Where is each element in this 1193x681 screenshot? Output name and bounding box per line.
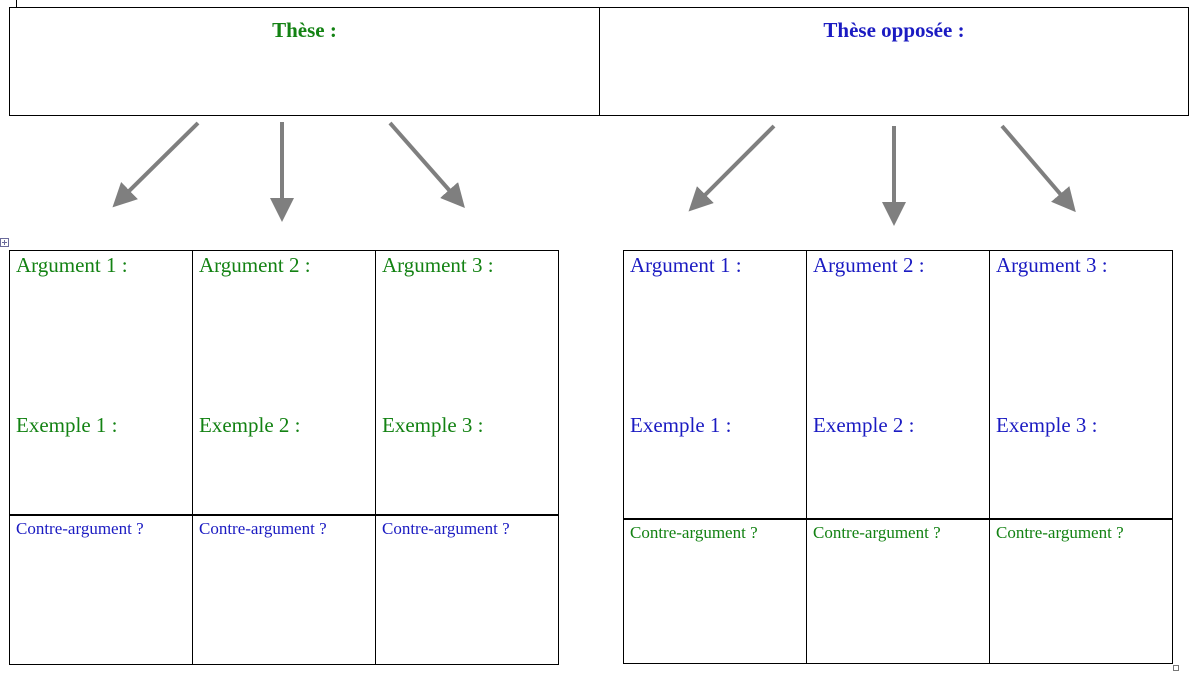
example-label: Exemple 3 : xyxy=(996,413,1098,437)
argument-label: Argument 1 : xyxy=(16,253,128,277)
right-counter-cell-2[interactable]: Contre-argument ? xyxy=(806,519,990,664)
argument-label: Argument 2 : xyxy=(199,253,311,277)
example-label: Exemple 3 : xyxy=(382,413,484,437)
example-label: Exemple 2 : xyxy=(813,413,915,437)
argument-label: Argument 2 : xyxy=(813,253,925,277)
example-label: Exemple 1 : xyxy=(630,413,732,437)
counter-argument-label: Contre-argument ? xyxy=(16,519,144,538)
right-argument-cell-3[interactable]: Argument 3 : Exemple 3 : xyxy=(989,250,1173,519)
arrow-right-3 xyxy=(1000,124,1076,213)
right-argument-cell-1[interactable]: Argument 1 : Exemple 1 : xyxy=(623,250,807,519)
left-counter-cell-2[interactable]: Contre-argument ? xyxy=(192,515,376,665)
arrow-left-1 xyxy=(112,121,200,208)
text-cursor xyxy=(16,0,17,8)
right-argument-cell-2[interactable]: Argument 2 : Exemple 2 : xyxy=(806,250,990,519)
argument-label: Argument 1 : xyxy=(630,253,742,277)
right-counter-cell-3[interactable]: Contre-argument ? xyxy=(989,519,1173,664)
counter-argument-label: Contre-argument ? xyxy=(630,523,758,542)
example-label: Exemple 2 : xyxy=(199,413,301,437)
arrow-right-1 xyxy=(688,124,776,212)
left-argument-cell-3[interactable]: Argument 3 : Exemple 3 : xyxy=(375,250,559,515)
opposing-thesis-title: Thèse opposée : xyxy=(823,18,965,42)
counter-argument-label: Contre-argument ? xyxy=(382,519,510,538)
opposing-thesis-box[interactable]: Thèse opposée : xyxy=(599,7,1189,116)
left-counter-cell-3[interactable]: Contre-argument ? xyxy=(375,515,559,665)
counter-argument-label: Contre-argument ? xyxy=(996,523,1124,542)
table-move-handle[interactable] xyxy=(0,238,9,247)
right-counter-cell-1[interactable]: Contre-argument ? xyxy=(623,519,807,664)
arrow-left-3 xyxy=(388,121,465,209)
table-resize-handle[interactable] xyxy=(1173,665,1179,671)
left-counter-cell-1[interactable]: Contre-argument ? xyxy=(9,515,193,665)
left-argument-cell-1[interactable]: Argument 1 : Exemple 1 : xyxy=(9,250,193,515)
thesis-box[interactable]: Thèse : xyxy=(9,7,600,116)
left-argument-cell-2[interactable]: Argument 2 : Exemple 2 : xyxy=(192,250,376,515)
counter-argument-label: Contre-argument ? xyxy=(199,519,327,538)
example-label: Exemple 1 : xyxy=(16,413,118,437)
argument-label: Argument 3 : xyxy=(996,253,1108,277)
counter-argument-label: Contre-argument ? xyxy=(813,523,941,542)
argument-label: Argument 3 : xyxy=(382,253,494,277)
thesis-title: Thèse : xyxy=(272,18,337,42)
